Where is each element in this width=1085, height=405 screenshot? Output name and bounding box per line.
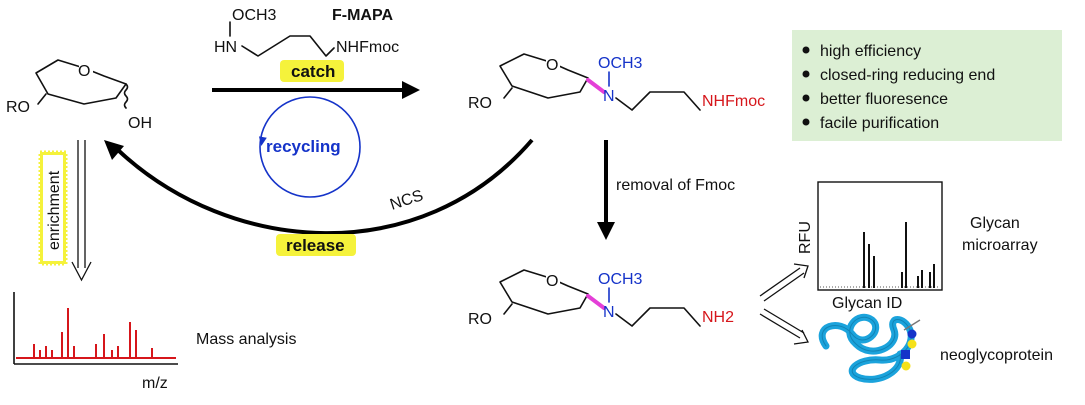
reagent-och3: OCH3 — [232, 7, 277, 24]
protein-coil-icon — [818, 313, 921, 383]
product2-nh2: NH2 — [702, 309, 734, 326]
reagent-name: F-MAPA — [332, 7, 393, 24]
product1-och3: OCH3 — [598, 55, 643, 72]
oh-group: OH — [128, 115, 152, 132]
glycan-id-axis-label: Glycan ID — [832, 295, 902, 312]
product2-ring-oxygen: O — [546, 273, 558, 290]
product2-ro: RO — [468, 311, 492, 328]
neoglycoprotein-label: neoglycoprotein — [940, 347, 1053, 364]
product-nhfmoc: O RO N OCH3 NHFmoc — [468, 52, 765, 112]
application-arrows — [759, 263, 809, 345]
feature-item: better fluoresence — [820, 91, 948, 108]
recycling-label: recycling — [266, 137, 341, 156]
glycan-microarray-label: Glycan — [970, 215, 1020, 232]
feature-item: closed-ring reducing end — [820, 67, 995, 84]
removal-label: removal of Fmoc — [616, 177, 735, 194]
product-nh2: O RO N OCH3 NH2 — [468, 268, 734, 328]
release-badge: release — [276, 234, 356, 256]
reagent-nhfmoc: NHFmoc — [336, 39, 399, 56]
product1-nhfmoc: NHFmoc — [702, 93, 765, 110]
product2-och3: OCH3 — [598, 271, 643, 288]
mass-analysis-label: Mass analysis — [196, 331, 296, 348]
features-box: high efficiency closed-ring reducing end… — [792, 30, 1062, 141]
ncs-label: NCS — [388, 187, 425, 214]
microarray-plot: RFU Glycan ID — [797, 181, 943, 312]
glycan-microarray-label: microarray — [962, 237, 1038, 254]
enrichment-label: enrichment — [46, 170, 63, 250]
catch-label: catch — [291, 62, 335, 81]
ring-oxygen: O — [78, 63, 90, 80]
product1-n: N — [603, 88, 615, 105]
catch-arrow — [212, 81, 420, 99]
release-label: release — [286, 236, 345, 255]
reducing-sugar: O RO OH — [6, 58, 152, 132]
product2-n: N — [603, 304, 615, 321]
catch-badge: catch — [280, 60, 344, 82]
feature-item: high efficiency — [820, 43, 921, 60]
product1-ring-oxygen: O — [546, 57, 558, 74]
ro-group: RO — [6, 99, 30, 116]
mass-spectrum: m/z — [13, 292, 178, 392]
reagent-hn: HN — [214, 39, 237, 56]
feature-item: facile purification — [820, 115, 939, 132]
mz-axis-label: m/z — [142, 375, 168, 392]
rfu-axis-label: RFU — [797, 221, 814, 254]
deprotection-arrow: removal of Fmoc — [597, 140, 735, 240]
product1-ro: RO — [468, 95, 492, 112]
recycle-loop: recycling — [258, 96, 361, 198]
f-mapa-reagent: OCH3 HN NHFmoc F-MAPA — [214, 7, 399, 57]
enrichment-arrow: enrichment — [38, 140, 92, 282]
